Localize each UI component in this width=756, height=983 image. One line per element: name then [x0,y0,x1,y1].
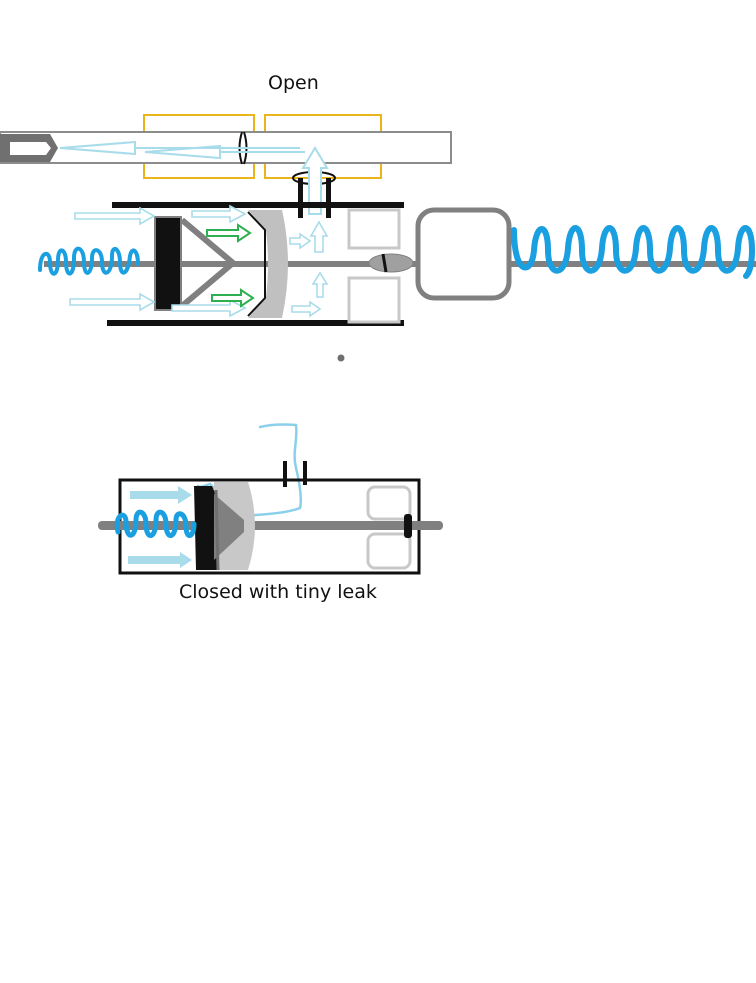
stray-dot [337,354,345,362]
closed-label: Closed with tiny leak [179,581,377,603]
flow-arrow-in-5 [289,232,312,250]
closed-cone [214,494,244,560]
spring-left [38,246,140,276]
flow-arrow-up-2 [309,220,329,253]
open-label: Open [268,72,319,94]
leak-path [196,423,303,517]
closed-piston [194,486,218,570]
piston-cone [180,217,238,309]
flow-arrow-pipe-1 [59,140,300,156]
flow-arrow-in-6 [291,300,322,318]
collar-pin [381,253,388,273]
outlet-neck-right [326,178,331,218]
closed-neck-right [303,461,307,485]
valve-seal [248,210,288,318]
flow-arrow-up-3 [311,271,329,298]
closed-upper-stop [366,485,412,521]
flow-arrow-pipe-2 [144,144,305,160]
flow-arrow-in-4 [171,298,247,318]
actuator-box [415,207,512,301]
flow-arrow-in-2 [191,204,247,224]
closed-rod-pin [404,514,412,538]
force-arrow-upper [206,223,252,243]
closed-neck-left [283,461,287,487]
closed-valve-diagram [98,423,443,575]
open-valve-diagram [0,114,756,362]
piston-block [154,216,182,311]
lower-stop [347,276,401,324]
flow-arrow-in-3 [69,292,156,312]
outlet-neck-left [298,178,303,218]
housing-bottom-wall [107,320,404,326]
seal-edge [247,211,266,317]
spring-right [511,225,756,279]
upper-stop [347,208,401,250]
flow-arrow-in-1 [74,206,156,226]
closed-flow-arrow-lower [128,552,192,568]
rod-collar [368,253,414,273]
pipe-nozzle [0,134,58,162]
closed-lower-stop [366,532,412,570]
closed-rod [98,521,443,530]
housing-top-wall [112,202,404,208]
force-arrow-lower [211,288,255,308]
closed-spring [114,509,197,538]
closed-cone-edge [214,489,220,571]
closed-flow-arrow-upper [130,486,192,504]
